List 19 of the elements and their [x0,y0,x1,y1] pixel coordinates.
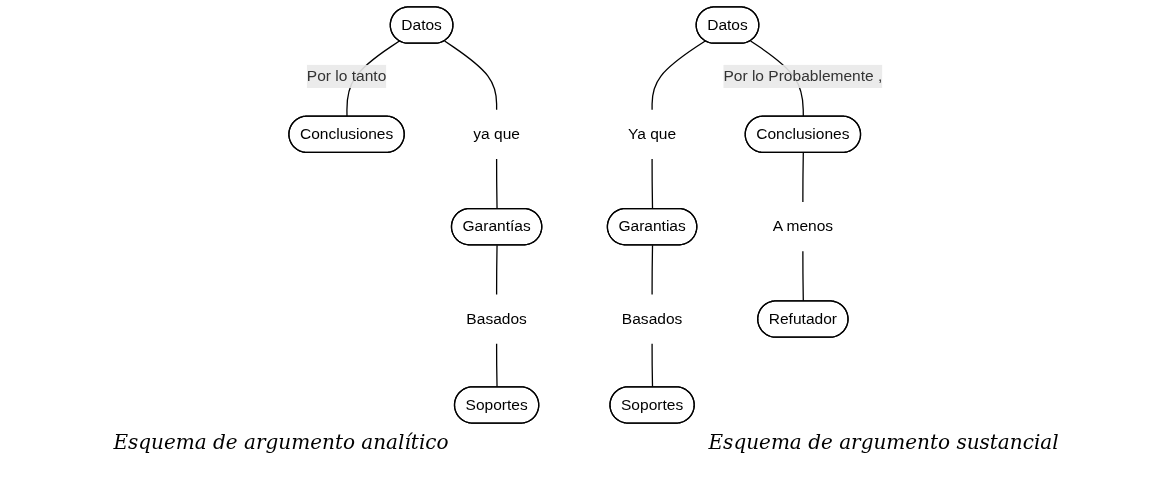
connector [651,158,654,210]
edge-label: Por lo tanto [307,67,387,85]
connector [651,343,654,388]
node-text: Basados [622,309,683,328]
connector [496,244,499,296]
caption-text: Esquema de argumento analítico [113,430,449,454]
node-text: ya que [473,125,521,143]
node-text: Basados [466,309,528,328]
connector [496,158,499,210]
connector [651,40,707,111]
connector [802,152,805,203]
connector [651,244,654,296]
connector [444,40,498,111]
node-text: Ya que [628,125,677,143]
connector [802,250,805,302]
node-text: A menos [772,217,834,235]
caption-text: Esquema de argumento sustancial [708,430,1059,454]
edge-label: Por lo Probablemente , [723,67,883,85]
connector [496,343,499,388]
